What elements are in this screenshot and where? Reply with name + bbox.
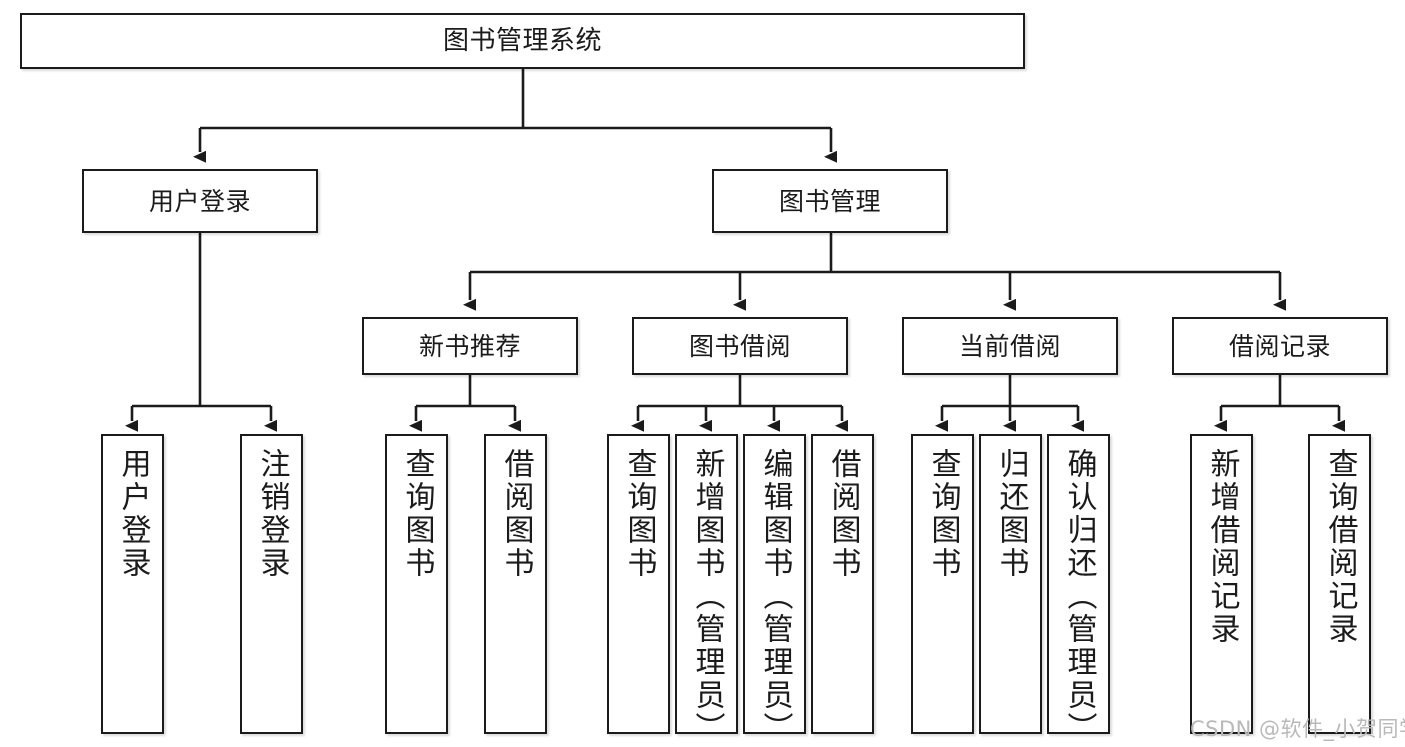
node-current-borrow-label: 当前借阅 [958, 331, 1061, 361]
leaf-return-book[interactable]: 归还图书 [979, 434, 1042, 734]
leaf-query-record[interactable]: 查询借阅记录 [1308, 434, 1371, 734]
node-current-borrow[interactable]: 当前借阅 [902, 317, 1118, 375]
node-user-login-label: 用户登录 [148, 186, 251, 216]
leaf-query-record-label: 查询借阅记录 [1322, 448, 1358, 646]
leaf-confirm-return[interactable]: 确认归还（管理员） [1047, 434, 1110, 745]
leaf-query-book-2[interactable]: 查询图书 [607, 434, 670, 734]
leaf-query-book-3-label: 查询图书 [925, 448, 961, 580]
leaf-add-record[interactable]: 新增借阅记录 [1190, 434, 1253, 734]
leaf-edit-book-label: 编辑图书（管理员） [757, 448, 793, 745]
leaf-query-book-3[interactable]: 查询图书 [911, 434, 974, 734]
leaf-borrow-book-1[interactable]: 借阅图书 [484, 434, 547, 734]
node-user-login[interactable]: 用户登录 [82, 169, 318, 233]
leaf-borrow-book-1-label: 借阅图书 [498, 448, 534, 580]
leaf-return-book-label: 归还图书 [993, 448, 1029, 580]
leaf-query-book-2-label: 查询图书 [621, 448, 657, 580]
leaf-add-book-label: 新增图书（管理员） [689, 448, 725, 745]
leaf-borrow-book-2[interactable]: 借阅图书 [811, 434, 874, 734]
leaf-edit-book[interactable]: 编辑图书（管理员） [743, 434, 806, 745]
leaf-user-logout[interactable]: 注销登录 [240, 434, 303, 734]
leaf-user-login-label: 用户登录 [115, 448, 151, 580]
leaf-add-record-label: 新增借阅记录 [1204, 448, 1240, 646]
node-borrow-record[interactable]: 借阅记录 [1172, 317, 1388, 375]
node-root[interactable]: 图书管理系统 [20, 13, 1025, 69]
leaf-query-book-1[interactable]: 查询图书 [385, 434, 448, 734]
leaf-borrow-book-2-label: 借阅图书 [825, 448, 861, 580]
node-borrow-record-label: 借阅记录 [1228, 331, 1331, 361]
node-book-manage[interactable]: 图书管理 [712, 169, 948, 233]
leaf-user-logout-label: 注销登录 [254, 448, 290, 580]
node-new-book-rec-label: 新书推荐 [418, 331, 521, 361]
node-book-borrow-label: 图书借阅 [688, 331, 791, 361]
watermark: CSDN @软件_小贺同学 [1190, 717, 1405, 741]
leaf-confirm-return-label: 确认归还（管理员） [1061, 448, 1097, 745]
node-book-borrow[interactable]: 图书借阅 [632, 317, 848, 375]
leaf-add-book[interactable]: 新增图书（管理员） [675, 434, 738, 745]
node-book-manage-label: 图书管理 [778, 186, 881, 216]
node-root-label: 图书管理系统 [442, 26, 602, 56]
node-new-book-rec[interactable]: 新书推荐 [362, 317, 578, 375]
leaf-user-login[interactable]: 用户登录 [101, 434, 164, 734]
leaf-query-book-1-label: 查询图书 [399, 448, 435, 580]
